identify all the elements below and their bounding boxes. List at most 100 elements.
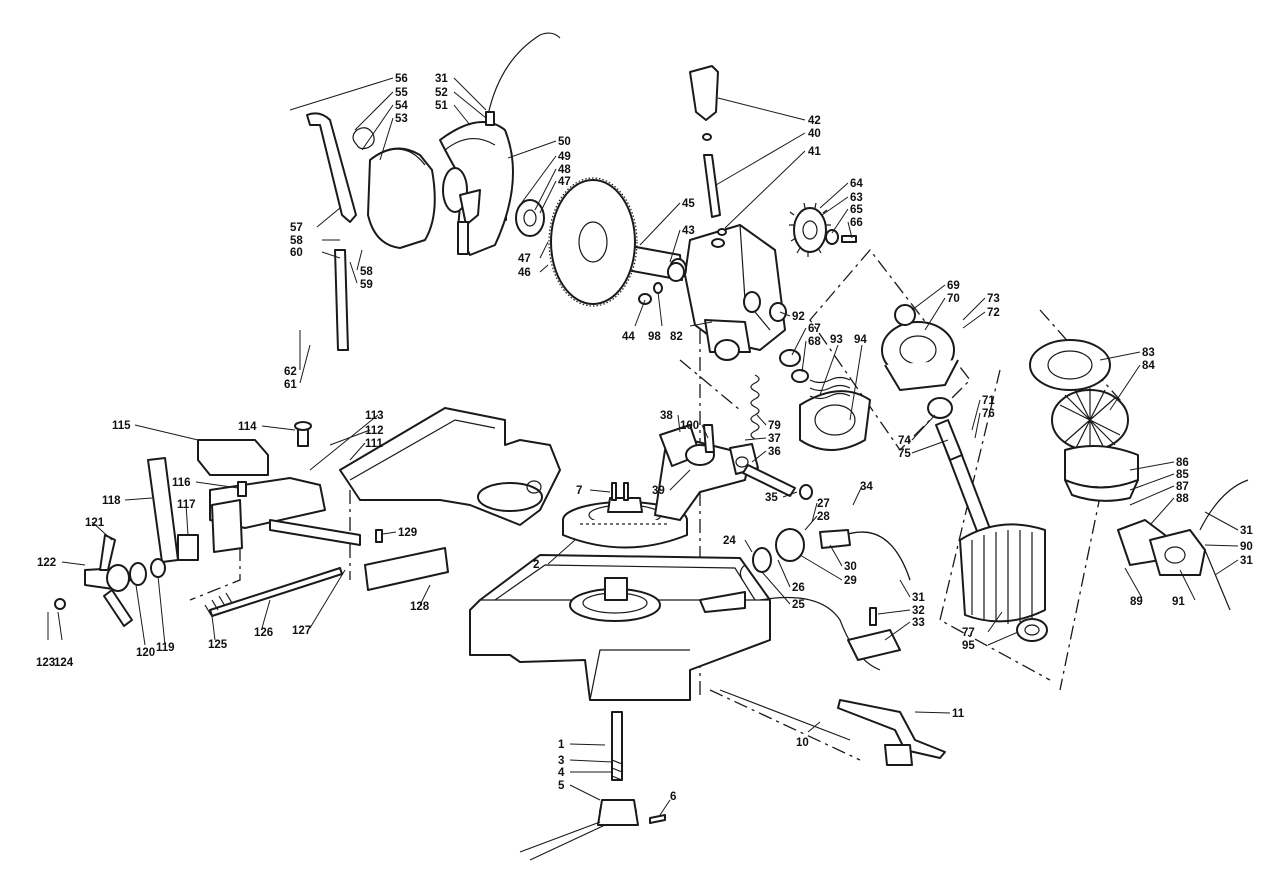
callout-68: 68: [808, 336, 821, 348]
callout-56: 56: [395, 73, 408, 85]
callout-32: 32: [912, 605, 925, 617]
callout-55: 55: [395, 87, 408, 99]
callout-44: 44: [622, 331, 635, 343]
washer: [799, 484, 813, 500]
callout-41: 41: [808, 146, 821, 158]
callout-27: 27: [817, 498, 830, 510]
callout-72: 72: [987, 307, 1000, 319]
callout-67: 67: [808, 323, 821, 335]
callout-40: 40: [808, 128, 821, 140]
callout-3: 3: [558, 755, 564, 767]
callout-11: 11: [952, 708, 965, 720]
power-cord: [759, 596, 881, 671]
callout-74: 74: [898, 435, 911, 447]
callout-119: 119: [156, 642, 175, 654]
callout-4: 4: [558, 767, 565, 779]
callout-63: 63: [850, 192, 863, 204]
callout-54: 54: [395, 100, 408, 112]
callout-111: 111: [365, 438, 384, 450]
callout-117: 117: [177, 499, 196, 511]
callout-93: 93: [830, 334, 843, 346]
pivot-pin: [742, 464, 796, 497]
retainer-clip: [352, 127, 375, 150]
callout-127: 127: [292, 625, 311, 637]
callout-51: 51: [435, 100, 448, 112]
callout-95: 95: [962, 640, 975, 652]
callout-28: 28: [817, 511, 830, 523]
callout-75: 75: [898, 448, 911, 460]
callout-125: 125: [208, 639, 228, 651]
callout-61: 61: [284, 379, 297, 391]
lock-lever: [719, 689, 946, 766]
callout-79: 79: [768, 420, 781, 432]
callout-labels: 56 55 54 53 57 58 60 58 59 62 61 31 52 5…: [36, 73, 1253, 803]
callout-36: 36: [768, 446, 781, 458]
callout-76: 76: [982, 408, 995, 420]
callout-10: 10: [796, 737, 809, 749]
callout-53: 53: [395, 113, 408, 125]
switch-housing: [1117, 519, 1206, 576]
callout-65: 65: [850, 204, 863, 216]
return-spring: [750, 374, 760, 440]
callout-30: 30: [844, 561, 857, 573]
motor-front-bracket: [881, 304, 959, 391]
feed-rod: [703, 154, 721, 218]
callout-83: 83: [1142, 347, 1155, 359]
callout-87: 87: [1176, 481, 1189, 493]
callout-31d: 31: [912, 592, 925, 604]
leader-lines: [47, 77, 1239, 816]
callout-43: 43: [682, 225, 695, 237]
callout-114: 114: [238, 421, 257, 433]
guard-rod: [306, 112, 357, 223]
vise-lever: [147, 457, 199, 563]
callout-46: 46: [518, 267, 531, 279]
callout-26: 26: [792, 582, 805, 594]
callout-47a: 47: [558, 176, 571, 188]
callout-112: 112: [365, 425, 384, 437]
callout-58a: 58: [290, 235, 303, 247]
callout-7: 7: [576, 485, 582, 497]
callout-45: 45: [682, 198, 695, 210]
callout-70: 70: [947, 293, 960, 305]
callout-35: 35: [765, 492, 778, 504]
base-bolt-assembly: [519, 711, 666, 861]
callout-90: 90: [1240, 541, 1253, 553]
callout-115: 115: [112, 420, 131, 432]
callout-100: 100: [680, 420, 699, 432]
callout-73: 73: [987, 293, 1000, 305]
callout-69: 69: [947, 280, 960, 292]
guard-link: [334, 249, 349, 351]
handle-grip: [689, 65, 719, 121]
callout-1: 1: [558, 739, 565, 751]
callout-5: 5: [558, 780, 565, 792]
callout-121: 121: [85, 517, 105, 529]
callout-39: 39: [652, 485, 665, 497]
vise-screw: [209, 567, 343, 617]
callout-60: 60: [290, 247, 303, 259]
callout-89: 89: [1130, 596, 1143, 608]
callout-37: 37: [768, 433, 781, 445]
callout-6: 6: [670, 791, 676, 803]
callout-98: 98: [648, 331, 661, 343]
gear: [789, 202, 857, 257]
callout-126: 126: [254, 627, 273, 639]
motor-end-cap: [1064, 445, 1139, 502]
switch-cable: [1199, 479, 1249, 531]
callout-77: 77: [962, 627, 975, 639]
saw-blade: [548, 177, 638, 307]
callout-64: 64: [850, 178, 863, 190]
callout-66: 66: [850, 217, 863, 229]
gear-head-housing: [684, 224, 786, 361]
callout-59: 59: [360, 279, 373, 291]
callout-47b: 47: [518, 253, 531, 265]
vise-body: [339, 407, 561, 526]
blade-guard: [439, 121, 514, 256]
motor-stator: [959, 523, 1046, 624]
cable: [487, 32, 561, 116]
callout-118: 118: [102, 495, 121, 507]
callout-88: 88: [1176, 493, 1189, 505]
callout-50: 50: [558, 136, 571, 148]
callout-62: 62: [284, 366, 297, 378]
callout-129: 129: [398, 527, 417, 539]
